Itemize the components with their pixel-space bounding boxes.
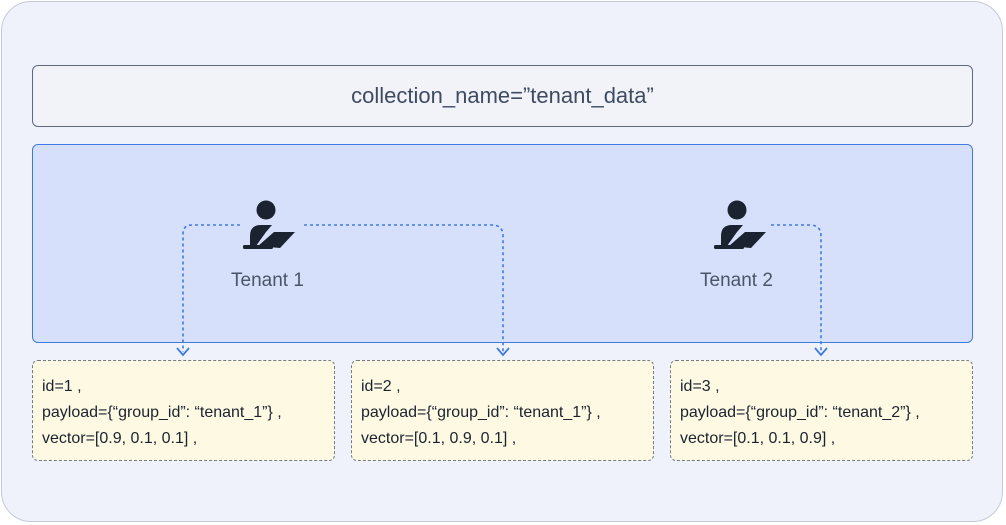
point-payload: payload={“group_id”: “tenant_2”} , bbox=[680, 404, 920, 421]
point-payload: payload={“group_id”: “tenant_1”} , bbox=[42, 404, 282, 421]
point-vector: vector=[0.1, 0.9, 0.1] , bbox=[361, 430, 517, 447]
tenant-2-label: Tenant 2 bbox=[700, 270, 773, 291]
user-laptop-icon bbox=[243, 200, 295, 249]
connector-tenant2-to-point3 bbox=[771, 224, 822, 352]
point-id: id=3 , bbox=[680, 378, 720, 395]
arrowhead-3 bbox=[814, 347, 828, 357]
point-id: id=1 , bbox=[42, 378, 82, 395]
arrowhead-1 bbox=[176, 347, 190, 357]
user-laptop-icon bbox=[714, 200, 766, 249]
collection-box: collection_name=”tenant_data” bbox=[32, 65, 973, 127]
tenants-area bbox=[32, 144, 973, 343]
point-vector: vector=[0.1, 0.1, 0.9] , bbox=[680, 430, 836, 447]
point-vector: vector=[0.9, 0.1, 0.1] , bbox=[42, 430, 198, 447]
point-card-3: id=3 , payload={“group_id”: “tenant_2”} … bbox=[670, 360, 973, 461]
tenant-1-label: Tenant 1 bbox=[231, 270, 304, 291]
connector-tenant1-to-point1 bbox=[182, 224, 240, 352]
arrowhead-2 bbox=[496, 347, 510, 357]
collection-label: collection_name=”tenant_data” bbox=[351, 83, 654, 108]
connector-tenant1-to-point2 bbox=[304, 224, 504, 352]
point-payload: payload={“group_id”: “tenant_1”} , bbox=[361, 404, 601, 421]
point-card-1: id=1 , payload={“group_id”: “tenant_1”} … bbox=[32, 360, 335, 461]
point-id: id=2 , bbox=[361, 378, 401, 395]
point-card-2: id=2 , payload={“group_id”: “tenant_1”} … bbox=[351, 360, 654, 461]
